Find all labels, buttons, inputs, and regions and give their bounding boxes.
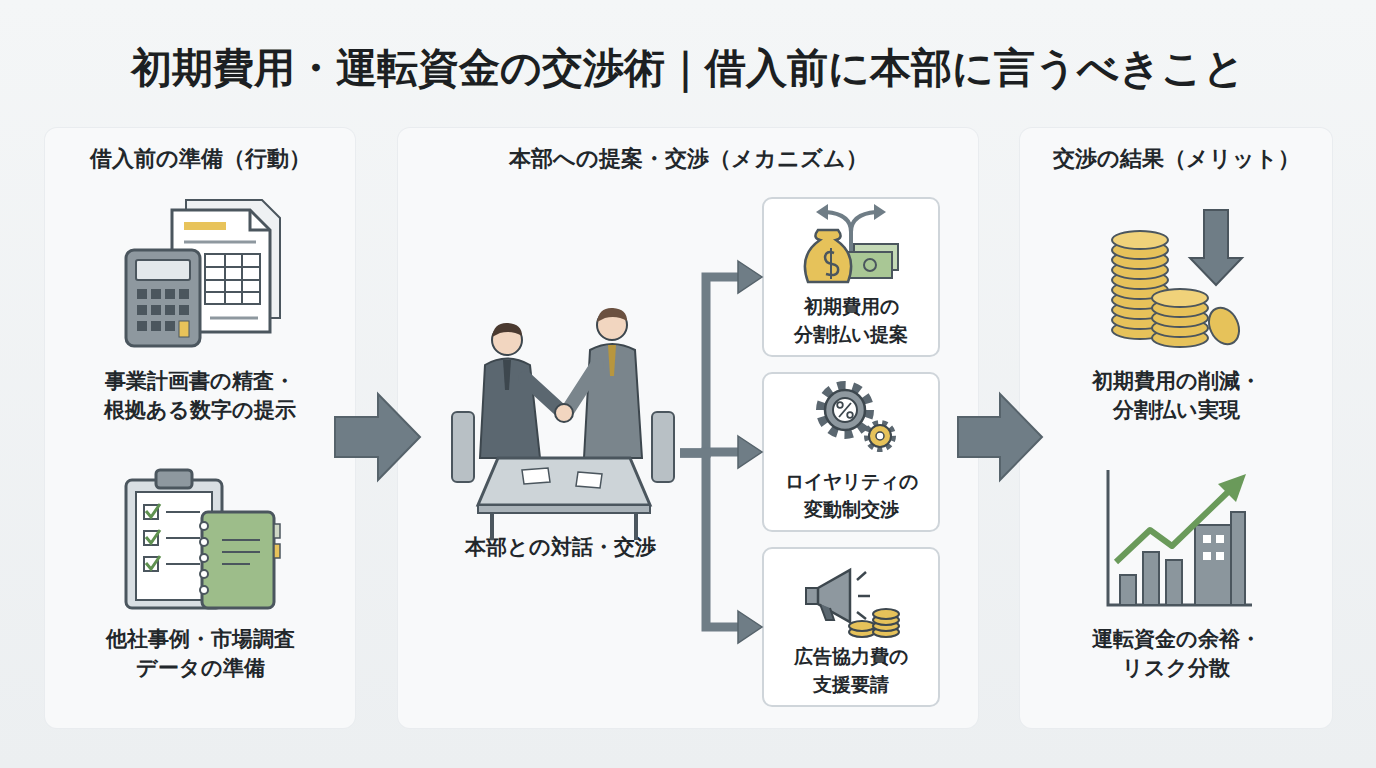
illustrated-item: 事業計画書の精査・ 根拠ある数字の提示 xyxy=(70,195,330,425)
proposal-label: ロイヤリティの 変動制交渉 xyxy=(773,467,929,523)
stage-panel: 交渉の結果（メリット） 初期費用の削減・ 分割払い実現運転資金の余裕・ リスク分散 xyxy=(1020,128,1332,728)
proposal-label: 広告協力費の 支援要請 xyxy=(773,642,929,698)
panel-heading: 交渉の結果（メリット） xyxy=(1020,144,1332,174)
proposal-box: ロイヤリティの 変動制交渉 xyxy=(762,372,940,532)
proposal-box: 初期費用の 分割払い提案 xyxy=(762,197,940,357)
illustrated-item: 初期費用の削減・ 分割払い実現 xyxy=(1045,195,1307,425)
panel-heading: 借入前の準備（行動） xyxy=(45,144,355,174)
item-caption: 運転資金の余裕・ リスク分散 xyxy=(1074,625,1279,683)
proposal-label: 初期費用の 分割払い提案 xyxy=(773,292,929,348)
item-caption: 事業計画書の精査・ 根拠ある数字の提示 xyxy=(98,367,303,425)
illustrated-item: 他社事例・市場調査 データの準備 xyxy=(70,455,330,685)
diagram-title: 初期費用・運転資金の交渉術｜借入前に本部に言うべきこと xyxy=(0,40,1376,96)
stage-panel: 借入前の準備（行動） 事業計画書の精査・ 根拠ある数字の提示他社事例・市場調査 デ… xyxy=(45,128,355,728)
stage-panel: 本部への提案・交渉（メカニズム） 本部との対話・交渉 初期費用の 分割払い提案ロイヤ… xyxy=(398,128,978,728)
item-caption: 本部との対話・交渉 xyxy=(440,533,680,562)
illustrated-item: 本部との対話・交渉 xyxy=(440,300,680,606)
item-caption: 初期費用の削減・ 分割払い実現 xyxy=(1074,367,1279,425)
item-caption: 他社事例・市場調査 データの準備 xyxy=(98,625,303,683)
proposal-box: 広告協力費の 支援要請 xyxy=(762,547,940,707)
panel-heading: 本部への提案・交渉（メカニズム） xyxy=(398,144,978,174)
illustrated-item: 運転資金の余裕・ リスク分散 xyxy=(1045,455,1307,685)
